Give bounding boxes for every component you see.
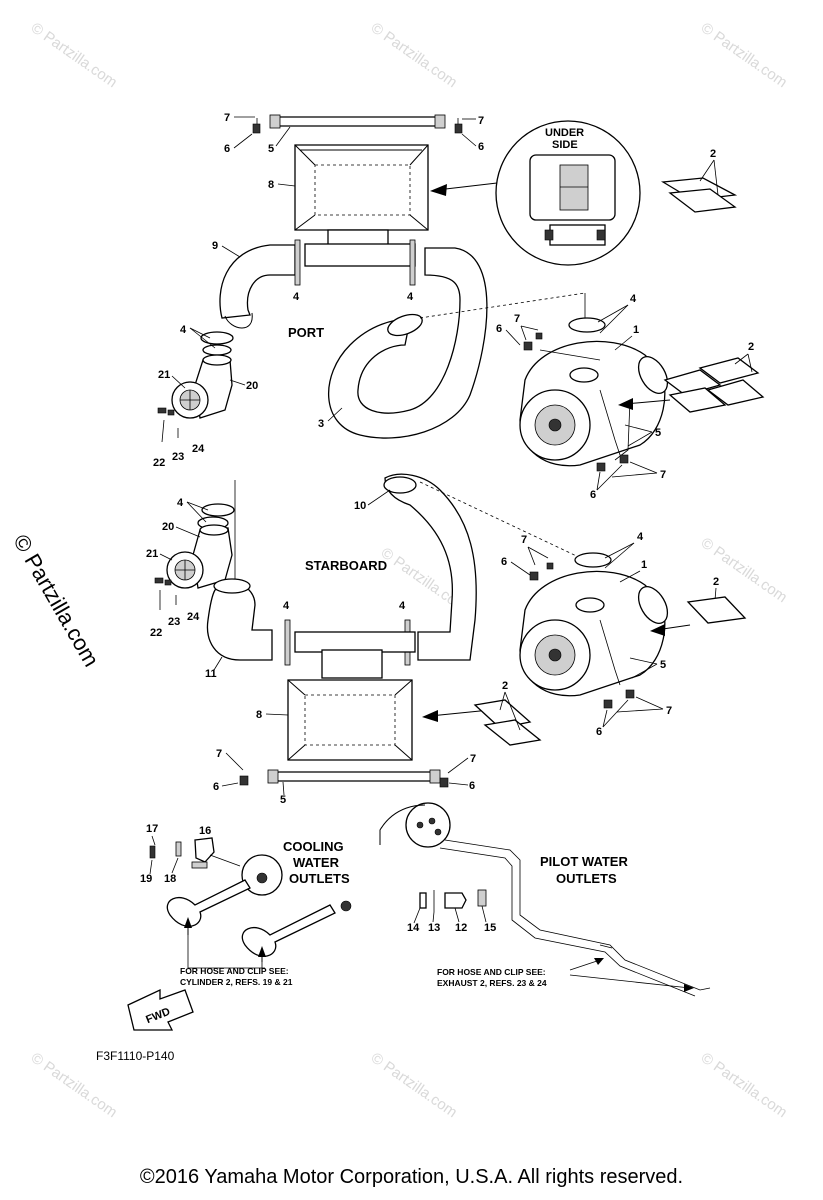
pilot-label: OUTLETS	[556, 871, 617, 886]
callout-2: 2	[748, 341, 754, 353]
parts-diagram: © Partzilla.com © Partzilla.com © Partzi…	[28, 19, 791, 1121]
callout-20: 20	[246, 380, 258, 392]
air-box-starboard	[287, 631, 416, 761]
hose-10	[383, 473, 477, 661]
rod-bottom	[239, 769, 449, 788]
callout-19: 19	[140, 873, 152, 885]
port-label: PORT	[288, 325, 324, 340]
callout-18: 18	[164, 873, 176, 885]
callout-1: 1	[633, 324, 639, 336]
under-side-detail	[495, 120, 641, 266]
callout-7: 7	[216, 748, 222, 760]
callout-4: 4	[283, 600, 290, 612]
callout-24: 24	[187, 611, 200, 623]
callout-4: 4	[180, 324, 187, 336]
callout-2: 2	[710, 148, 716, 160]
note-pilot: EXHAUST 2, REFS. 23 & 24	[437, 978, 547, 988]
note-cooling: CYLINDER 2, REFS. 19 & 21	[180, 977, 293, 987]
callout-14: 14	[407, 922, 420, 934]
callout-4: 4	[399, 600, 406, 612]
filter-pad	[660, 177, 738, 213]
callout-17: 17	[146, 823, 158, 835]
cooling-label: WATER	[293, 855, 340, 870]
callout-21: 21	[146, 548, 158, 560]
under-side-label: UNDER	[545, 127, 584, 139]
cooling-label: OUTLETS	[289, 871, 350, 886]
watermark: © Partzilla.com	[368, 19, 461, 91]
copyright-text: ©2016 Yamaha Motor Corporation, U.S.A. A…	[139, 1166, 684, 1188]
callout-5: 5	[660, 659, 666, 671]
callout-7: 7	[478, 115, 484, 127]
callout-5: 5	[655, 427, 661, 439]
callout-7: 7	[666, 705, 672, 717]
callout-24: 24	[192, 443, 205, 455]
hose-11	[206, 578, 273, 661]
callout-11: 11	[205, 668, 217, 680]
watermark: © Partzilla.com	[28, 19, 121, 91]
part-code: F3F1110-P140	[96, 1049, 175, 1063]
cooling-label: COOLING	[283, 839, 344, 854]
starboard-label: STARBOARD	[305, 558, 387, 573]
callout-6: 6	[224, 143, 230, 155]
cooling-parts	[149, 837, 352, 969]
callout-7: 7	[224, 112, 230, 124]
callout-4: 4	[293, 291, 300, 303]
callout-6: 6	[596, 726, 602, 738]
hose-9	[219, 244, 296, 329]
callout-6: 6	[478, 141, 484, 153]
callout-8: 8	[268, 179, 274, 191]
callout-4: 4	[177, 497, 184, 509]
watermark: © Partzilla.com	[368, 1049, 461, 1121]
fitting-20-21	[157, 354, 233, 419]
callout-7: 7	[514, 313, 520, 325]
callout-6: 6	[496, 323, 502, 335]
pilot-label: PILOT WATER	[540, 854, 628, 869]
under-side-label: SIDE	[552, 139, 578, 151]
callout-6: 6	[501, 556, 507, 568]
watermark: © Partzilla.com	[698, 534, 791, 606]
air-box-port	[294, 144, 429, 267]
rod-top	[252, 114, 463, 134]
callout-5: 5	[280, 794, 286, 806]
callout-13: 13	[428, 922, 440, 934]
callout-4: 4	[630, 293, 637, 305]
callout-23: 23	[172, 451, 184, 463]
callout-21: 21	[158, 369, 170, 381]
callout-15: 15	[484, 922, 496, 934]
note-pilot: FOR HOSE AND CLIP SEE:	[437, 967, 546, 977]
callout-2: 2	[502, 680, 508, 692]
callout-6: 6	[213, 781, 219, 793]
callout-22: 22	[153, 457, 165, 469]
pilot-parts	[379, 802, 711, 997]
callout-10: 10	[354, 500, 366, 512]
callout-5: 5	[268, 143, 274, 155]
clamp-4	[200, 331, 234, 356]
air-filter-port	[519, 317, 669, 467]
watermark: © Partzilla.com	[698, 19, 791, 91]
clamp-pins	[294, 239, 416, 286]
callout-8: 8	[256, 709, 262, 721]
callout-7: 7	[470, 753, 476, 765]
callout-2: 2	[713, 576, 719, 588]
callout-7: 7	[521, 534, 527, 546]
callout-7: 7	[660, 469, 666, 481]
callout-4: 4	[407, 291, 414, 303]
fwd-arrow-icon: FWD	[127, 988, 194, 1031]
callout-16: 16	[199, 825, 211, 837]
callout-20: 20	[162, 521, 174, 533]
air-filter-starboard	[519, 552, 669, 697]
filter-pads	[663, 357, 765, 413]
callout-6: 6	[469, 780, 475, 792]
callout-23: 23	[168, 616, 180, 628]
callout-6: 6	[590, 489, 596, 501]
hose-3	[328, 247, 488, 439]
callout-4: 4	[637, 531, 644, 543]
callout-12: 12	[455, 922, 467, 934]
callout-3: 3	[318, 418, 324, 430]
callout-22: 22	[150, 627, 162, 639]
callout-9: 9	[212, 240, 218, 252]
callout-1: 1	[641, 559, 647, 571]
watermark: © Partzilla.com	[698, 1049, 791, 1121]
note-cooling: FOR HOSE AND CLIP SEE:	[180, 966, 289, 976]
